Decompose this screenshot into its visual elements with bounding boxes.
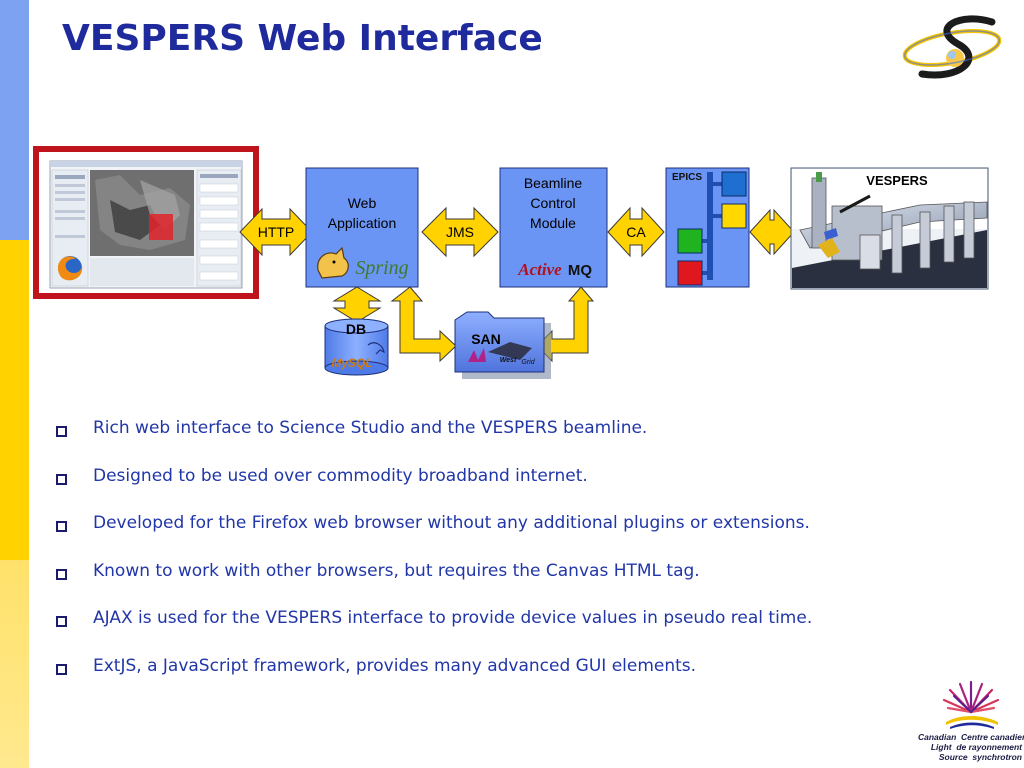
firefox-icon [58,256,83,281]
bullet-item: Known to work with other browsers, but r… [56,561,1006,609]
db-cylinder: DB MySQL [324,318,389,376]
bullet-text: AJAX is used for the VESPERS interface t… [93,608,813,628]
webapp-san-arrow [390,286,457,363]
epics-vespers-arrow [749,208,795,256]
bullet-item: Developed for the Firefox web browser wi… [56,513,1006,561]
browser-screenshot-thumbnail [33,146,259,299]
slide-title: VESPERS Web Interface [62,18,543,59]
bcm-label-line3: Module [530,215,576,231]
ca-arrow: CA [607,206,665,258]
spring-logo-text: Spring [355,257,408,279]
bullet-marker-icon [56,521,67,532]
clsi-line1-fr: Centre canadien [961,732,1024,742]
bullet-text: Developed for the Firefox web browser wi… [93,513,810,533]
http-label: HTTP [258,224,295,240]
clsi-line3-fr: synchrotron [972,752,1022,762]
activemq-logo-mq: MQ [568,262,592,279]
db-arrow [332,286,382,323]
bullet-item: ExtJS, a JavaScript framework, provides … [56,656,1006,704]
clsi-line1-en: Canadian [918,732,957,742]
bcm-label-line1: Beamline [524,175,583,191]
beamline-control-module-box: Beamline Control Module Active MQ [499,167,608,288]
http-arrow: HTTP [239,207,313,257]
bcm-label-line2: Control [530,195,575,211]
web-application-box: Web Application Spring [305,167,419,288]
clsi-line2-en: Light [930,742,952,752]
clsi-line3-en: Source [938,752,968,762]
epics-block-blue [721,171,747,197]
westgrid-grid: Grid [521,359,535,366]
bullet-text: ExtJS, a JavaScript framework, provides … [93,655,697,676]
tomcat-icon [317,246,349,279]
clsi-logo-text: Canadian Centre canadien Light de rayonn… [918,732,1024,762]
epics-block-green [677,228,703,254]
san-storage: SAN West Grid [454,311,551,379]
vespers-label: VESPERS [866,173,928,188]
bullet-marker-icon [56,663,67,675]
bullet-item: Designed to be used over commodity broad… [56,466,1006,514]
jms-arrow: JMS [421,206,499,258]
bullet-item: Rich web interface to Science Studio and… [56,418,1006,466]
westgrid-logo-mark [468,342,532,362]
bullet-item: AJAX is used for the VESPERS interface t… [56,608,1006,656]
bullet-marker-icon [56,426,67,437]
architecture-diagram: HTTP Web Application Spring JMS Beamline… [33,146,989,379]
epics-box: EPICS [665,167,750,288]
left-accent-bar [0,0,29,768]
ca-label: CA [626,224,646,240]
clsi-line2-fr: de rayonnement [956,742,1022,752]
web-app-label-line1: Web [348,195,377,211]
vespers-beamline-image: VESPERS [790,167,989,290]
bullet-marker-icon [56,568,67,580]
jms-label: JMS [446,224,474,240]
san-label: SAN [471,331,501,347]
bullet-text: Known to work with other browsers, but r… [93,560,700,581]
bullet-list: Rich web interface to Science Studio and… [56,418,1006,703]
db-label: DB [346,321,366,337]
clsi-logo: Canadian Centre canadien Light de rayonn… [918,678,1024,768]
epics-block-yellow [721,203,747,229]
activemq-logo-active: Active [517,260,562,279]
westgrid-west: West [500,357,517,364]
bullet-text: Designed to be used over commodity broad… [93,465,588,486]
orbit-logo [902,15,1002,79]
epics-label: EPICS [672,172,702,183]
bullet-marker-icon [56,616,67,627]
bullet-marker-icon [56,473,67,485]
clsi-maple-burst-icon [942,680,1000,729]
bullet-text: Rich web interface to Science Studio and… [93,418,648,438]
web-app-label-line2: Application [328,215,397,231]
mysql-logo-text: MySQL [331,356,372,370]
epics-block-red [677,260,703,286]
